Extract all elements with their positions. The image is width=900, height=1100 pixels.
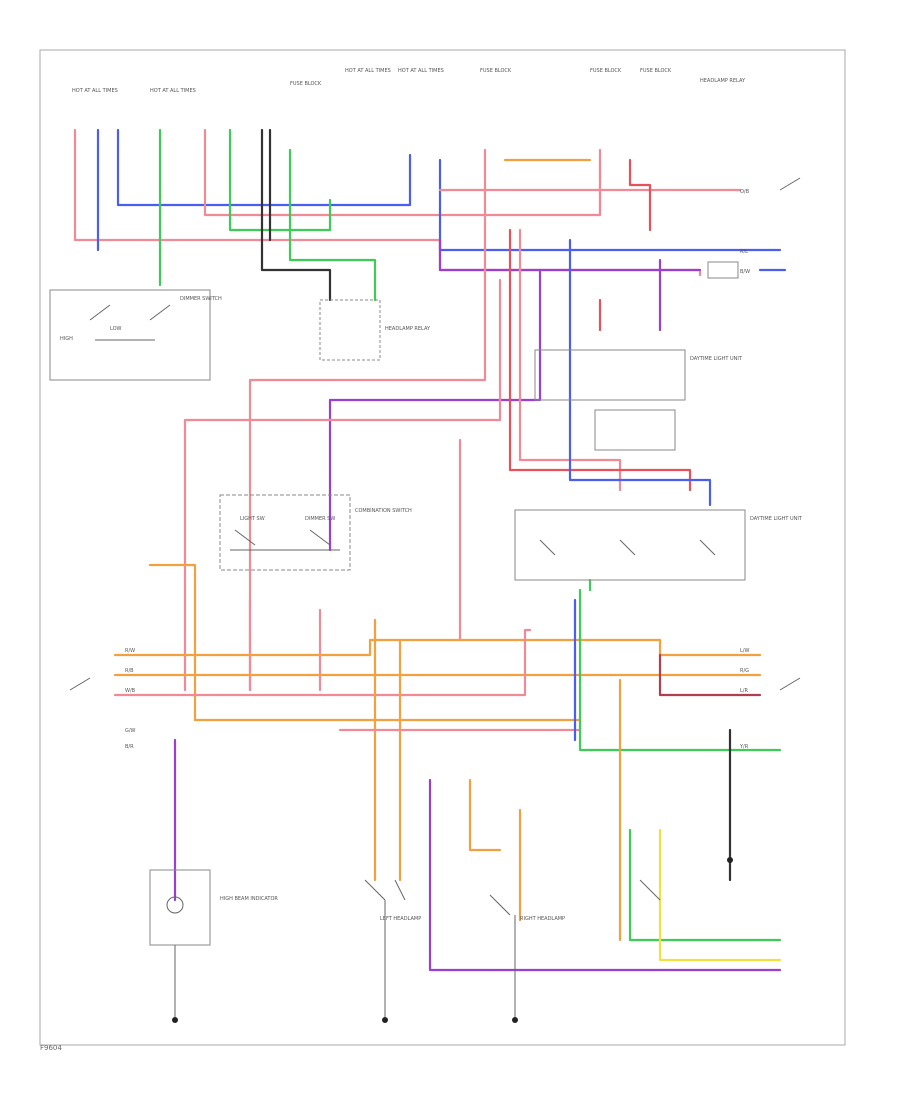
wires bbox=[73, 128, 787, 972]
connector-right bbox=[707, 261, 739, 279]
wire-codes: R/W R/B W/B G/W B/R L/W R/G L/R Y/R O/B … bbox=[125, 189, 750, 750]
ground-3 bbox=[512, 1017, 518, 1023]
wire-purple-1 bbox=[438, 238, 702, 272]
fuse-block-label-4: FUSE BLOCK bbox=[640, 68, 672, 74]
wire-orange-2 bbox=[148, 563, 582, 722]
switch-left-mid bbox=[69, 677, 91, 691]
wire-pink-7 bbox=[183, 278, 502, 692]
components: DIMMER SWITCH HIGH LOW HEADLAMP RELAY DA… bbox=[49, 289, 803, 946]
top-labels: HOT AT ALL TIMES HOT AT ALL TIMES FUSE B… bbox=[72, 68, 746, 94]
unit-contacts bbox=[539, 539, 716, 556]
ground-1 bbox=[172, 1017, 178, 1023]
wire-orange-6 bbox=[468, 778, 502, 852]
wire-purple-5 bbox=[428, 778, 782, 972]
left-headlamp-label: LEFT HEADLAMP bbox=[380, 916, 421, 922]
wire-purple-2 bbox=[328, 268, 542, 552]
dimmer-switch-box bbox=[49, 289, 211, 381]
wire-black-1 bbox=[260, 128, 332, 302]
bus-pink bbox=[113, 628, 532, 697]
wire-blue-3 bbox=[438, 158, 782, 252]
dimmer-sw-label: DIMMER SW bbox=[305, 516, 335, 522]
wire-code-11: R/L bbox=[740, 249, 748, 255]
bus-orange bbox=[113, 638, 762, 657]
daytime-unit-label-2: DAYTIME LIGHT UNIT bbox=[750, 516, 803, 522]
wire-yellow-1 bbox=[658, 828, 782, 962]
wire-green-6 bbox=[628, 828, 782, 942]
wire-pink-6 bbox=[248, 248, 487, 692]
top-tag-2: HOT AT ALL TIMES bbox=[150, 88, 196, 94]
wire-code-7: R/G bbox=[740, 668, 749, 674]
figure-id: F9604 bbox=[40, 1044, 62, 1052]
fuse-block-label-3: FUSE BLOCK bbox=[590, 68, 622, 74]
combination-switch-label: COMBINATION SWITCH bbox=[355, 508, 412, 514]
daytime-unit-label: DAYTIME LIGHT UNIT bbox=[690, 356, 743, 362]
ground-4 bbox=[727, 857, 733, 863]
right-headlamp-label: RIGHT HEADLAMP bbox=[520, 916, 565, 922]
switch-right-mid bbox=[779, 677, 801, 691]
fuse-block-label-2: FUSE BLOCK bbox=[480, 68, 512, 74]
headlamp-relay-top-label: HEADLAMP RELAY bbox=[700, 78, 746, 84]
high-beam-indicator-label: HIGH BEAM INDICATOR bbox=[220, 896, 278, 902]
combination-contacts bbox=[230, 529, 340, 551]
dimmer-high-label: HIGH bbox=[60, 336, 73, 342]
combination-switch-box bbox=[219, 494, 351, 571]
dimmer-low-label: LOW bbox=[110, 326, 122, 332]
bus-darkred bbox=[658, 653, 762, 697]
wire-code-3: W/B bbox=[125, 688, 136, 694]
fuse-block-label: FUSE BLOCK bbox=[290, 81, 322, 87]
left-headlamp-symbol bbox=[364, 879, 406, 901]
relay-box-2 bbox=[534, 349, 686, 401]
wire-blue-2 bbox=[116, 128, 412, 207]
wire-code-10: O/B bbox=[740, 189, 750, 195]
wire-code-1: R/W bbox=[125, 648, 135, 654]
wire-code-6: L/W bbox=[740, 648, 749, 654]
wire-red-1 bbox=[628, 158, 652, 232]
dimmer-contacts bbox=[89, 304, 171, 341]
wire-code-2: R/B bbox=[125, 668, 134, 674]
grounds bbox=[172, 857, 733, 1023]
right-headlamp-symbol bbox=[489, 894, 511, 916]
wire-code-9: Y/R bbox=[739, 744, 749, 750]
dimmer-switch-label: DIMMER SWITCH bbox=[180, 296, 222, 302]
light-sw-label: LIGHT SW bbox=[240, 516, 265, 522]
headlamp-relay-box bbox=[319, 299, 381, 361]
top-tag-3: HOT AT ALL TIMES bbox=[345, 68, 391, 74]
switch-right-top bbox=[779, 177, 801, 191]
ground-2 bbox=[382, 1017, 388, 1023]
top-tag-1: HOT AT ALL TIMES bbox=[72, 88, 118, 94]
wire-code-8: L/R bbox=[740, 688, 748, 694]
wire-code-4: G/W bbox=[125, 728, 136, 734]
wire-green-3 bbox=[288, 148, 377, 302]
headlamp-relay-label: HEADLAMP RELAY bbox=[385, 326, 431, 332]
daytime-lamp-symbol bbox=[639, 879, 661, 901]
top-tag-4: HOT AT ALL TIMES bbox=[398, 68, 444, 74]
wire-pink-1 bbox=[73, 128, 702, 277]
relay-box-3 bbox=[594, 409, 676, 451]
wire-blue-5 bbox=[568, 238, 712, 507]
diagram-border bbox=[39, 49, 846, 1046]
wire-code-5: B/R bbox=[125, 744, 134, 750]
indicator-box bbox=[149, 869, 211, 946]
daytime-light-unit-box bbox=[514, 509, 746, 581]
wire-code-12: B/W bbox=[740, 269, 750, 275]
high-beam-indicator-bulb bbox=[166, 896, 184, 914]
wire-green-2 bbox=[228, 128, 332, 232]
wire-green-4 bbox=[578, 588, 782, 752]
wire-pink-2 bbox=[203, 128, 602, 217]
